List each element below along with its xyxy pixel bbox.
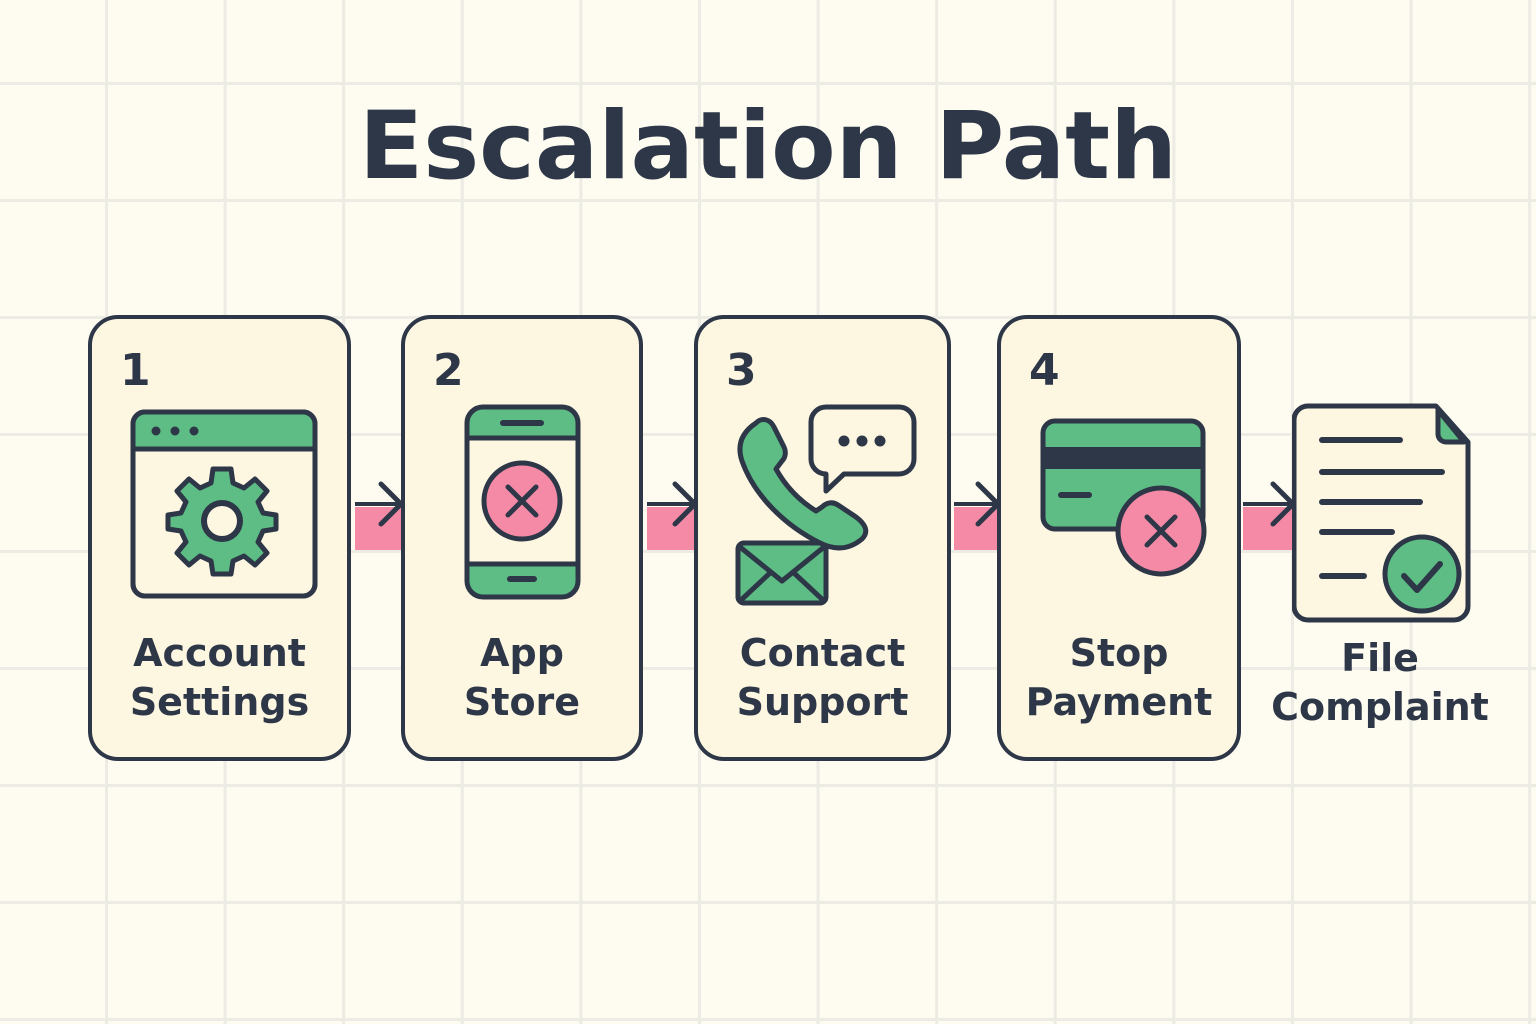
step-label: Contact Support bbox=[736, 631, 909, 724]
step-label: Account Settings bbox=[129, 631, 310, 724]
step-card-app-store: 2 App Store bbox=[401, 315, 643, 761]
page-title: Escalation Path bbox=[358, 92, 1177, 201]
step-number: 2 bbox=[433, 345, 464, 396]
step-label: Stop Payment bbox=[1025, 631, 1213, 724]
connector-line bbox=[954, 502, 998, 506]
arrow-right-icon bbox=[378, 481, 404, 527]
connector-line bbox=[1243, 502, 1293, 506]
document-check-icon bbox=[1292, 403, 1471, 623]
step-label: File Complaint bbox=[1271, 636, 1489, 729]
arrow-connector-2-3 bbox=[647, 481, 698, 550]
step-label: App Store bbox=[463, 631, 581, 724]
step-card-stop-payment: 4 Stop Payment bbox=[997, 315, 1241, 761]
arrow-connector-1-2 bbox=[355, 481, 404, 550]
phone-cancel-icon bbox=[464, 404, 581, 600]
arrow-connector-4-5 bbox=[1243, 481, 1296, 550]
step-number: 1 bbox=[120, 345, 151, 396]
browser-gear-icon bbox=[130, 409, 318, 599]
step-number: 3 bbox=[726, 345, 757, 396]
phone-chat-mail-icon bbox=[735, 404, 917, 606]
card-cancel-icon bbox=[1040, 418, 1207, 577]
step-file-complaint: File Complaint bbox=[1260, 400, 1500, 740]
connector-line bbox=[355, 502, 401, 506]
arrow-connector-3-4 bbox=[954, 481, 1001, 550]
connector-line bbox=[647, 502, 695, 506]
step-number: 4 bbox=[1029, 345, 1060, 396]
step-card-contact-support: 3 Contact Support bbox=[694, 315, 951, 761]
step-card-account-settings: 1 Account Settings bbox=[88, 315, 351, 761]
